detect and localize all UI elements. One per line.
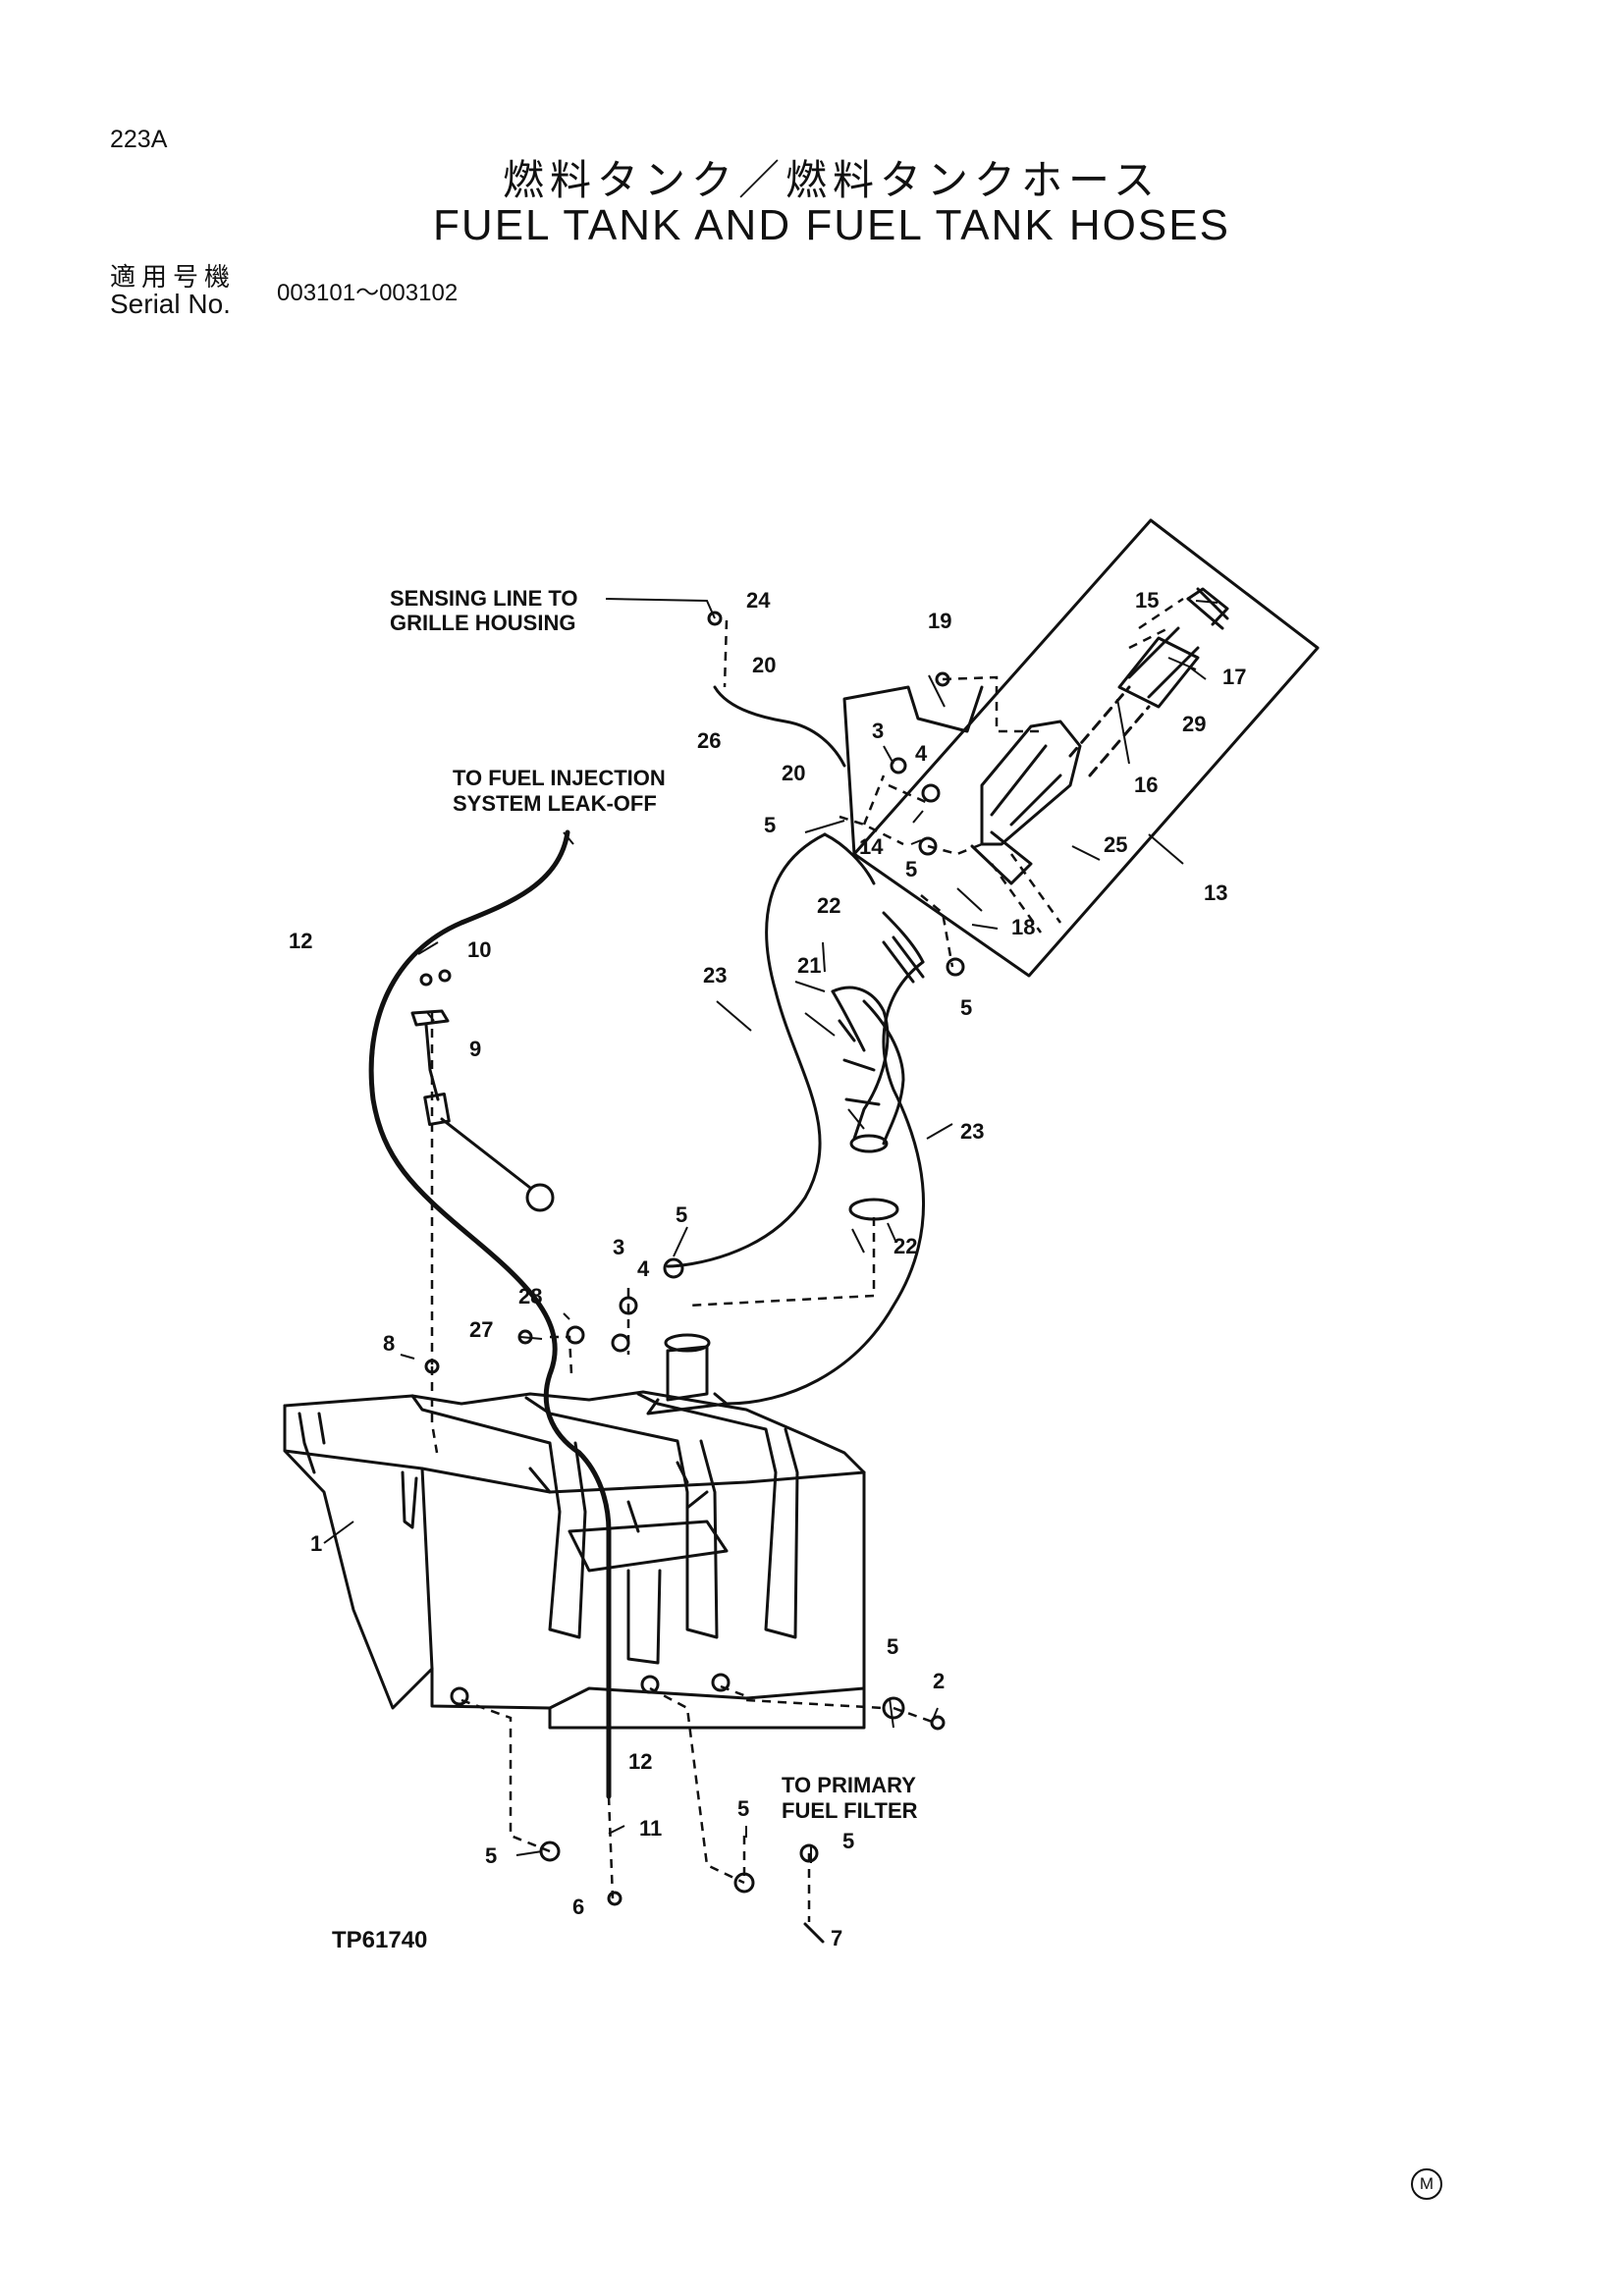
manufacturer-mark: M (1411, 2168, 1442, 2200)
fuel-injection-label-line-2: SYSTEM LEAK-OFF (453, 791, 657, 816)
part-number-5: 5 (737, 1796, 749, 1821)
sensing-hose (713, 685, 846, 768)
part-number-13: 13 (1204, 881, 1227, 905)
part-number-11: 11 (639, 1816, 662, 1841)
part-number-14: 14 (859, 834, 884, 859)
part-number-4: 4 (637, 1256, 650, 1281)
figure-code: TP61740 (332, 1927, 427, 1953)
part-number-5: 5 (676, 1202, 687, 1227)
part-number-5: 5 (960, 995, 972, 1020)
part-number-29: 29 (1182, 712, 1206, 736)
serial-label: Serial No. (110, 289, 231, 319)
part-number-9: 9 (469, 1037, 481, 1061)
part-number-23: 23 (960, 1119, 984, 1144)
part-number-15: 15 (1135, 588, 1159, 613)
part-number-20: 20 (782, 761, 805, 785)
part-number-5: 5 (485, 1843, 497, 1868)
part-number-5: 5 (842, 1829, 854, 1853)
part-number-27: 27 (469, 1317, 493, 1342)
part-number-25: 25 (1104, 832, 1127, 857)
fuel-tank (283, 1333, 866, 1730)
part-number-1: 1 (310, 1531, 322, 1556)
sensing-line-label-line-1: SENSING LINE TO (390, 586, 578, 611)
part-number-21: 21 (797, 953, 821, 978)
serial-range: 003101～003102 (277, 280, 459, 306)
leak-off-hose (368, 829, 612, 1799)
part-number-22: 22 (817, 893, 840, 918)
serial-label-japanese: 適用号機 (110, 263, 237, 293)
part-number-3: 3 (872, 719, 884, 743)
elbow-hose (831, 986, 905, 1153)
part-number-16: 16 (1134, 773, 1158, 797)
part-number-3: 3 (613, 1235, 624, 1259)
part-number-19: 19 (928, 609, 951, 633)
part-number-28: 28 (518, 1284, 542, 1308)
part-number-4: 4 (915, 741, 928, 766)
primary-filter-label-line-2: FUEL FILTER (782, 1798, 918, 1823)
part-number-23: 23 (703, 963, 727, 988)
primary-filter-label-line-1: TO PRIMARY (782, 1773, 916, 1797)
part-number-22: 22 (893, 1234, 917, 1258)
part-number-6: 6 (572, 1895, 584, 1919)
fill-hose (666, 832, 925, 1406)
fuel-injection-label-line-1: TO FUEL INJECTION (453, 766, 666, 790)
part-number-18: 18 (1011, 915, 1035, 939)
part-number-5: 5 (905, 857, 917, 881)
part-number-5: 5 (764, 813, 776, 837)
part-number-2: 2 (933, 1669, 945, 1693)
part-number-26: 26 (697, 728, 721, 753)
page-code: 223A (110, 126, 168, 153)
bracket-assembly (842, 518, 1320, 978)
sensing-line-label-line-2: GRILLE HOUSING (390, 611, 575, 635)
fittings (419, 611, 965, 1944)
part-number-10: 10 (467, 937, 491, 962)
part-number-20: 20 (752, 653, 776, 677)
page-title-japanese: 燃料タンク／燃料タンクホース (503, 156, 1161, 204)
part-number-12: 12 (628, 1749, 652, 1774)
part-number-5: 5 (887, 1634, 898, 1659)
part-number-8: 8 (383, 1331, 395, 1356)
page-title: FUEL TANK AND FUEL TANK HOSES (433, 201, 1230, 249)
part-number-12: 12 (289, 929, 312, 953)
part-number-7: 7 (831, 1926, 842, 1950)
fuel-gauge-sender (410, 1009, 555, 1212)
part-number-24: 24 (746, 588, 771, 613)
part-number-17: 17 (1222, 665, 1246, 689)
